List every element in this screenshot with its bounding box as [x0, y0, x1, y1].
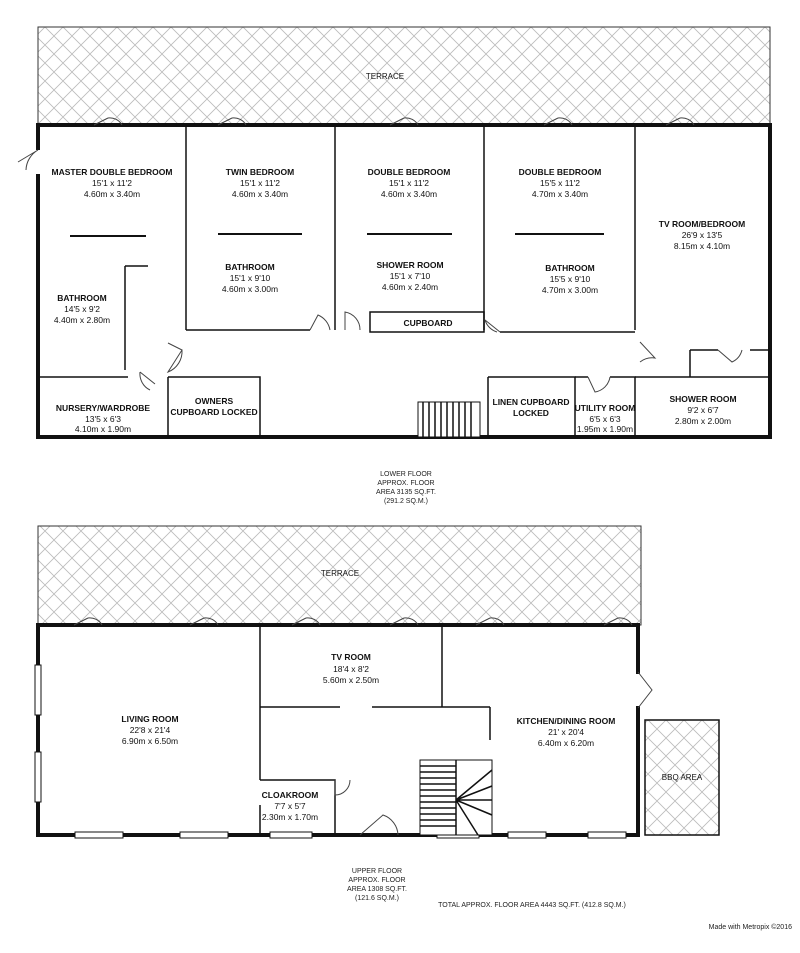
lower-floor-caption: LOWER FLOOR APPROX. FLOOR AREA 3135 SQ.F… [376, 471, 436, 505]
room-imperial: 15'1 x 11'2 [92, 178, 132, 188]
lower-outer-walls [36, 123, 772, 439]
room-name: TV ROOM [331, 652, 371, 662]
room-metric: 6.40m x 6.20m [538, 738, 594, 748]
room-imperial: 14'5 x 9'2 [64, 304, 100, 314]
room-imperial: 18'4 x 8'2 [333, 664, 369, 674]
room-metric: 6.90m x 6.50m [122, 736, 178, 746]
room-name: MASTER DOUBLE BEDROOM [52, 167, 173, 177]
room-metric: 1.95m x 1.90m [577, 424, 633, 434]
caption-line: AREA 3135 SQ.FT. [376, 489, 436, 496]
room-imperial: 26'9 x 13'5 [682, 230, 723, 240]
room-name: DOUBLE BEDROOM [368, 167, 451, 177]
room-name: NURSERY/WARDROBE [56, 403, 150, 413]
room-name: SHOWER ROOM [376, 260, 443, 270]
room-metric: 2.80m x 2.00m [675, 416, 731, 426]
room-metric: 4.60m x 3.40m [232, 189, 288, 199]
room-metric: 4.40m x 2.80m [54, 315, 110, 325]
upper-floor-caption: UPPER FLOOR APPROX. FLOOR AREA 1308 SQ.F… [347, 868, 407, 902]
room-metric: 8.15m x 4.10m [674, 241, 730, 251]
caption-line: UPPER FLOOR [352, 868, 402, 875]
caption-line: (121.6 SQ.M.) [355, 895, 399, 902]
lower-terrace [37, 26, 771, 126]
room-name: DOUBLE BEDROOM [519, 167, 602, 177]
room-metric: 4.60m x 3.40m [84, 189, 140, 199]
lower-floor: TERRACE [17, 26, 772, 505]
room-imperial: 7'7 x 5'7 [274, 801, 305, 811]
room-name: TWIN BEDROOM [226, 167, 294, 177]
lower-doors [17, 117, 743, 393]
room-name: KITCHEN/DINING ROOM [517, 716, 616, 726]
bedroom-dividers [70, 233, 604, 237]
room-metric: 4.70m x 3.40m [532, 189, 588, 199]
room-metric: 4.60m x 3.40m [381, 189, 437, 199]
room-name: BATHROOM [545, 263, 594, 273]
total-area: TOTAL APPROX. FLOOR AREA 4443 SQ.FT. (41… [438, 902, 626, 909]
room-imperial: 6'5 x 6'3 [589, 414, 620, 424]
caption-line: (291.2 SQ.M.) [384, 498, 428, 505]
room-name: CLOAKROOM [262, 790, 319, 800]
upper-room-labels: TV ROOM 18'4 x 8'2 5.60m x 2.50m LIVING … [121, 652, 615, 822]
upper-windows [34, 664, 627, 839]
room-imperial: 15'1 x 11'2 [240, 178, 280, 188]
room-name: BATHROOM [225, 262, 274, 272]
room-metric: 2.30m x 1.70m [262, 812, 318, 822]
room-imperial: 15'5 x 11'2 [540, 178, 580, 188]
upper-staircase [419, 759, 493, 836]
lower-terrace-label: TERRACE [366, 72, 404, 81]
upper-terrace [37, 525, 642, 626]
room-metric: 4.60m x 3.00m [222, 284, 278, 294]
linen-cupboard-label: LINEN CUPBOARD [493, 397, 570, 407]
upper-terrace-label: TERRACE [321, 569, 359, 578]
room-metric: 4.70m x 3.00m [542, 285, 598, 295]
room-name: UTILITY ROOM [575, 403, 636, 413]
room-imperial: 21' x 20'4 [548, 727, 584, 737]
upper-interior-walls [259, 625, 491, 835]
bbq-area [644, 719, 720, 836]
cupboard-label: CUPBOARD [403, 318, 452, 328]
room-name: BATHROOM [57, 293, 106, 303]
owners-cupboard-label: CUPBOARD LOCKED [170, 407, 257, 417]
room-metric: 5.60m x 2.50m [323, 675, 379, 685]
room-imperial: 22'8 x 21'4 [130, 725, 171, 735]
room-name: LIVING ROOM [121, 714, 178, 724]
caption-line: LOWER FLOOR [380, 471, 432, 478]
upper-floor: TERRACE [34, 525, 720, 902]
lower-staircase [417, 401, 481, 438]
room-imperial: 9'2 x 6'7 [687, 405, 718, 415]
room-metric: 4.60m x 2.40m [382, 282, 438, 292]
room-name: TV ROOM/BEDROOM [659, 219, 745, 229]
caption-line: APPROX. FLOOR [348, 877, 405, 884]
room-name: SHOWER ROOM [669, 394, 736, 404]
room-imperial: 15'1 x 11'2 [389, 178, 429, 188]
linen-cupboard-label: LOCKED [513, 408, 549, 418]
caption-line: APPROX. FLOOR [377, 480, 434, 487]
bbq-area-label: BBQ AREA [662, 773, 703, 782]
room-imperial: 13'5 x 6'3 [85, 414, 121, 424]
metropix-credit: Made with Metropix ©2016 [709, 923, 792, 931]
room-metric: 4.10m x 1.90m [75, 424, 131, 434]
owners-cupboard-label: OWNERS [195, 396, 234, 406]
lower-room-labels: MASTER DOUBLE BEDROOM 15'1 x 11'2 4.60m … [52, 167, 746, 434]
caption-line: AREA 1308 SQ.FT. [347, 886, 407, 893]
room-imperial: 15'5 x 9'10 [550, 274, 591, 284]
room-imperial: 15'1 x 7'10 [390, 271, 431, 281]
upper-doors [73, 617, 653, 836]
room-imperial: 15'1 x 9'10 [230, 273, 271, 283]
lower-interior-walls [38, 125, 770, 437]
